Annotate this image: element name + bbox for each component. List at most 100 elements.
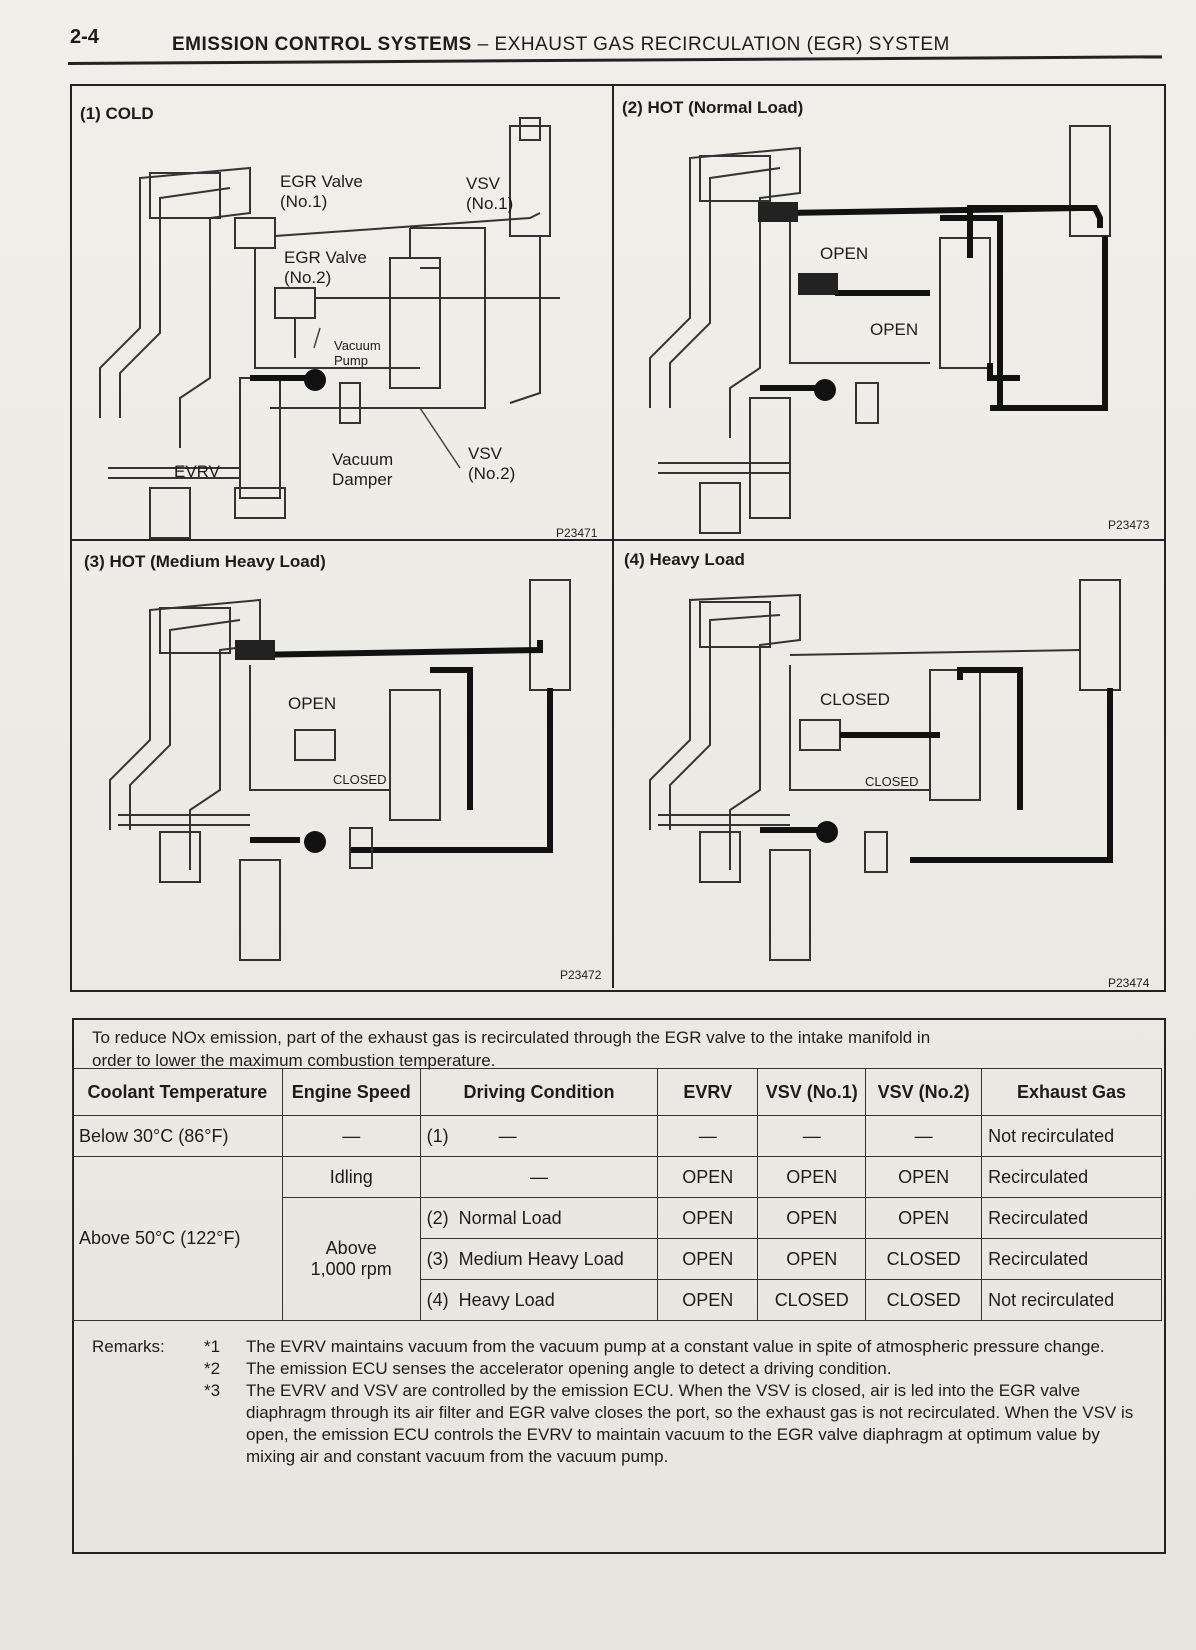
evrv-cell: OPEN [657, 1197, 759, 1239]
condition-cell: (1) — [419, 1115, 659, 1157]
vsv2-cell: CLOSED [865, 1238, 983, 1280]
evrv-cell: OPEN [657, 1238, 759, 1280]
table-header-row: Coolant Temperature Engine Speed Driving… [72, 1068, 1162, 1116]
vacuum-pump-name-1: Vacuum [334, 338, 381, 353]
vsv2-cell: — [865, 1115, 983, 1157]
panel-2-title: (2) HOT (Normal Load) [622, 98, 804, 117]
egr-condition-table: Coolant Temperature Engine Speed Driving… [72, 1068, 1162, 1321]
egr-valve-1-state-p4: CLOSED [820, 690, 890, 709]
egr-valve-1-state-p3: OPEN [288, 694, 337, 713]
col-evrv: EVRV [657, 1068, 759, 1116]
table-row: (3) Medium Heavy Load OPEN OPEN CLOSED R… [73, 1238, 1162, 1280]
coolant-above-cell: Above 50°C (122°F) [72, 1156, 283, 1321]
vacuum-pump-name-2: Pump [334, 353, 368, 368]
remark-item: Remarks: *1 The EVRV maintains vacuum fr… [92, 1336, 1152, 1358]
panel-1-code: P23471 [556, 526, 598, 540]
condition-cell: (3) Medium Heavy Load [419, 1238, 659, 1280]
evrv-cell: OPEN [657, 1156, 759, 1198]
egr-diagram-normal-load [649, 125, 1111, 534]
panel-3-title: (3) HOT (Medium Heavy Load) [84, 552, 326, 571]
evrv-cell: — [657, 1115, 759, 1157]
col-exhaust-gas: Exhaust Gas [981, 1068, 1162, 1116]
vsv-1-label: VSV(No.1) [466, 174, 513, 214]
egr-valve-1-state-p2: OPEN [820, 244, 869, 263]
vsv2-cell: CLOSED [865, 1279, 983, 1321]
vacuum-damper-name-2: Damper [332, 470, 393, 489]
panel-3-code: P23472 [560, 968, 602, 982]
section-title-main: EMISSION CONTROL SYSTEMS [172, 34, 472, 55]
condition-number: (3) [426, 1248, 449, 1269]
vsv-2-label: VSV(No.2) [468, 444, 515, 484]
figure-horizontal-divider [70, 539, 1164, 541]
col-driving-condition: Driving Condition [419, 1068, 659, 1116]
evrv-cell: OPEN [657, 1279, 759, 1321]
table-row: (4) Heavy Load OPEN CLOSED CLOSED Not re… [73, 1279, 1162, 1321]
speed-dash-cell: — [281, 1115, 421, 1157]
condition-number: (2) [426, 1207, 449, 1228]
vsv1-cell: OPEN [757, 1156, 867, 1198]
vsv1-cell: — [757, 1115, 867, 1157]
egr-valve-1-name: EGR Valve [280, 172, 363, 191]
condition-name: Medium Heavy Load [458, 1248, 624, 1269]
header-rule [67, 55, 1162, 65]
panel-4-code: P23474 [1108, 976, 1150, 990]
section-title-sub: – EXHAUST GAS RECIRCULATION (EGR) SYSTEM [471, 34, 950, 55]
remark-text: The EVRV maintains vacuum from the vacuu… [246, 1337, 1105, 1356]
gas-cell: Recirculated [981, 1156, 1162, 1198]
remark-mark: *1 [204, 1337, 221, 1356]
panel-4-title: (4) Heavy Load [624, 550, 745, 569]
vsv-1-name: VSV [466, 174, 501, 193]
page-number: 2-4 [70, 26, 99, 48]
col-vsv-1: VSV (No.1) [757, 1068, 867, 1116]
egr-valve-1-label: EGR Valve(No.1) [280, 172, 363, 212]
condition-number: (1) [426, 1125, 449, 1146]
panel-1-title: (1) COLD [80, 104, 154, 123]
col-coolant-temperature: Coolant Temperature [72, 1068, 283, 1116]
remark-text: The emission ECU senses the accelerator … [246, 1359, 892, 1378]
vsv1-cell: OPEN [757, 1197, 867, 1239]
egr-valve-2-name: EGR Valve [284, 248, 367, 267]
egr-intro-text: To reduce NOx emission, part of the exha… [92, 1026, 1152, 1072]
col-vsv-2: VSV (No.2) [865, 1068, 983, 1116]
speed-idling-cell: Idling [281, 1156, 421, 1198]
evrv-label: EVRV [174, 462, 220, 481]
remark-item: *2 The emission ECU senses the accelerat… [92, 1358, 1152, 1380]
speed-above-line-1: Above [325, 1238, 377, 1258]
intro-line-2: order to lower the maximum combustion te… [92, 1051, 496, 1070]
col-engine-speed: Engine Speed [281, 1068, 421, 1116]
vsv2-cell: OPEN [865, 1156, 983, 1198]
intro-line-1: To reduce NOx emission, part of the exha… [92, 1028, 931, 1047]
vsv-2-no: (No.2) [468, 464, 516, 483]
coolant-below-cell: Below 30°C (86°F) [72, 1115, 283, 1157]
condition-cell: (2) Normal Load [419, 1197, 659, 1239]
egr-valve-2-label: EGR Valve(No.2) [284, 248, 367, 288]
speed-above-line-2: 1,000 rpm [310, 1259, 392, 1279]
remark-mark: *2 [204, 1359, 221, 1378]
condition-cell: (4) Heavy Load [419, 1279, 659, 1321]
condition-name: Normal Load [458, 1207, 562, 1228]
remark-mark: *3 [204, 1381, 221, 1400]
condition-name: — [419, 1156, 659, 1198]
gas-cell: Not recirculated [981, 1279, 1162, 1321]
figure-vertical-divider [612, 84, 614, 988]
vacuum-damper-name-1: Vacuum [332, 450, 394, 469]
vsv2-cell: OPEN [865, 1197, 983, 1239]
table-row: Above 50°C (122°F) Idling — OPEN OPEN OP… [72, 1156, 1162, 1321]
egr-valve-2-state-p4: CLOSED [865, 774, 919, 789]
gas-cell: Not recirculated [981, 1115, 1162, 1157]
remarks-section: Remarks: *1 The EVRV maintains vacuum fr… [92, 1336, 1152, 1468]
figure-frame [70, 84, 1166, 992]
egr-valve-2-state-p2: OPEN [870, 320, 919, 339]
gas-cell: Recirculated [981, 1238, 1162, 1280]
remarks-label: Remarks: [92, 1337, 165, 1356]
egr-valve-2-state-p3: CLOSED [333, 772, 387, 787]
gas-cell: Recirculated [981, 1197, 1162, 1239]
vsv-2-name: VSV [468, 444, 503, 463]
condition-name: — [498, 1125, 517, 1146]
section-title: EMISSION CONTROL SYSTEMS – EXHAUST GAS R… [172, 34, 950, 56]
egr-valve-1-no: (No.1) [280, 192, 328, 211]
